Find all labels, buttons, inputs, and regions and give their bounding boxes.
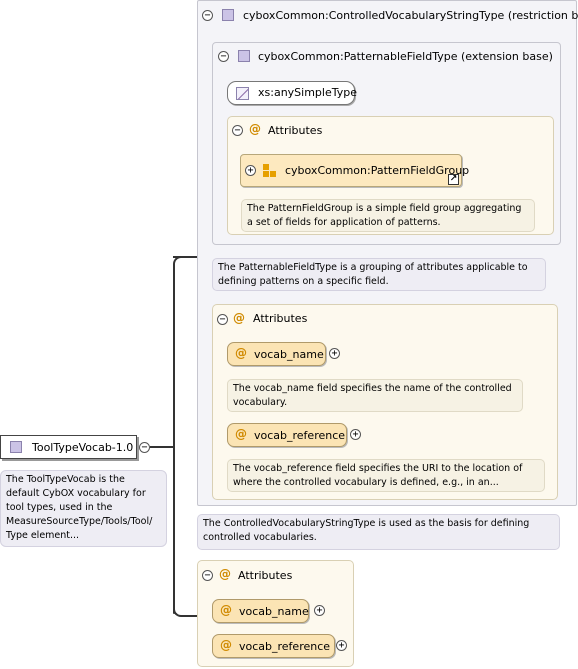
restriction-base-label: cyboxCommon:ControlledVocabularyStringTy… bbox=[243, 9, 578, 22]
attribute-description-text: The vocab_reference field specifies the … bbox=[233, 463, 523, 488]
attribute-vocab-name[interactable]: @ vocab_name bbox=[227, 342, 326, 366]
restriction-base-frame: − cyboxCommon:ControlledVocabularyString… bbox=[197, 0, 578, 506]
at-sign-icon: @ bbox=[249, 122, 261, 136]
at-sign-icon: @ bbox=[233, 311, 245, 325]
expand-icon[interactable]: + bbox=[329, 348, 340, 359]
pattern-field-group-label: cyboxCommon:PatternFieldGroup bbox=[285, 164, 470, 177]
extension-base-description: The PatternableFieldType is a grouping o… bbox=[212, 258, 546, 291]
root-description-text: The ToolTypeVocab is the default CybOX v… bbox=[6, 474, 153, 541]
complex-type-icon bbox=[222, 9, 234, 21]
attribute-description: The vocab_name field specifies the name … bbox=[227, 379, 523, 412]
collapse-icon[interactable]: − bbox=[202, 570, 213, 581]
link-arrow-icon[interactable]: ↗ bbox=[448, 174, 459, 185]
collapse-icon[interactable]: − bbox=[232, 125, 243, 136]
at-sign-icon: @ bbox=[235, 427, 247, 441]
connector-bottom-curve bbox=[173, 603, 187, 617]
complex-type-icon bbox=[238, 50, 250, 62]
attribute-vocab-reference[interactable]: @ vocab_reference bbox=[227, 423, 347, 447]
attribute-label: vocab_reference bbox=[254, 429, 346, 442]
restriction-base-description: The ControlledVocabularyStringType is us… bbox=[197, 514, 560, 550]
attribute-description: The vocab_reference field specifies the … bbox=[227, 459, 545, 492]
connector-bottom bbox=[186, 615, 198, 617]
collapse-icon[interactable]: − bbox=[217, 314, 228, 325]
inner-attributes-frame: − @ Attributes + cyboxCommon:PatternFiel… bbox=[227, 116, 554, 235]
extension-base-description-text: The PatternableFieldType is a grouping o… bbox=[218, 262, 528, 287]
collapse-icon[interactable]: − bbox=[139, 442, 150, 453]
collapse-icon[interactable]: − bbox=[202, 10, 213, 21]
at-sign-icon: @ bbox=[235, 346, 247, 360]
expand-icon[interactable]: + bbox=[245, 165, 256, 176]
pattern-field-group-description: The PatternFieldGroup is a simple field … bbox=[241, 199, 535, 232]
middle-attributes-frame: − @ Attributes @ vocab_name + The vocab_… bbox=[212, 304, 558, 500]
at-sign-icon: @ bbox=[220, 603, 232, 617]
pattern-field-group[interactable]: + cyboxCommon:PatternFieldGroup ↗ bbox=[240, 154, 469, 187]
root-label: ToolTypeVocab-1.0 bbox=[32, 441, 134, 454]
collapse-icon[interactable]: − bbox=[218, 51, 229, 62]
attribute-group-icon bbox=[263, 164, 277, 178]
simple-type-pill[interactable]: xs:anySimpleType bbox=[227, 81, 357, 105]
expand-icon[interactable]: + bbox=[314, 605, 325, 616]
middle-attributes-title: Attributes bbox=[253, 312, 308, 325]
attribute-label: vocab_reference bbox=[239, 640, 331, 653]
attribute-vocab-reference[interactable]: @ vocab_reference bbox=[212, 634, 335, 658]
simple-type-label: xs:anySimpleType bbox=[258, 86, 357, 99]
restriction-base-description-text: The ControlledVocabularyStringType is us… bbox=[203, 518, 530, 543]
bottom-attributes-frame: − @ Attributes @ vocab_name + @ vocab_re… bbox=[197, 560, 354, 667]
connector-root-horizontal bbox=[150, 446, 174, 448]
bottom-attributes-title: Attributes bbox=[238, 569, 293, 582]
root-element[interactable]: ToolTypeVocab-1.0 bbox=[0, 435, 137, 459]
complex-type-icon bbox=[10, 441, 22, 453]
attribute-label: vocab_name bbox=[254, 348, 324, 361]
expand-icon[interactable]: + bbox=[336, 640, 347, 651]
inner-attributes-title: Attributes bbox=[268, 124, 323, 137]
connector-top-curve bbox=[173, 256, 187, 270]
slash-icon bbox=[236, 87, 249, 100]
at-sign-icon: @ bbox=[220, 638, 232, 652]
pattern-field-group-description-text: The PatternFieldGroup is a simple field … bbox=[247, 203, 522, 228]
attribute-description-text: The vocab_name field specifies the name … bbox=[233, 383, 512, 408]
expand-icon[interactable]: + bbox=[350, 429, 361, 440]
at-sign-icon: @ bbox=[219, 567, 231, 581]
attribute-vocab-name[interactable]: @ vocab_name bbox=[212, 599, 309, 623]
extension-base-frame: − cyboxCommon:PatternableFieldType (exte… bbox=[212, 42, 561, 245]
root-description: The ToolTypeVocab is the default CybOX v… bbox=[0, 470, 167, 547]
attribute-label: vocab_name bbox=[239, 605, 309, 618]
connector-vertical bbox=[173, 266, 175, 614]
extension-base-label: cyboxCommon:PatternableFieldType (extens… bbox=[258, 50, 553, 63]
